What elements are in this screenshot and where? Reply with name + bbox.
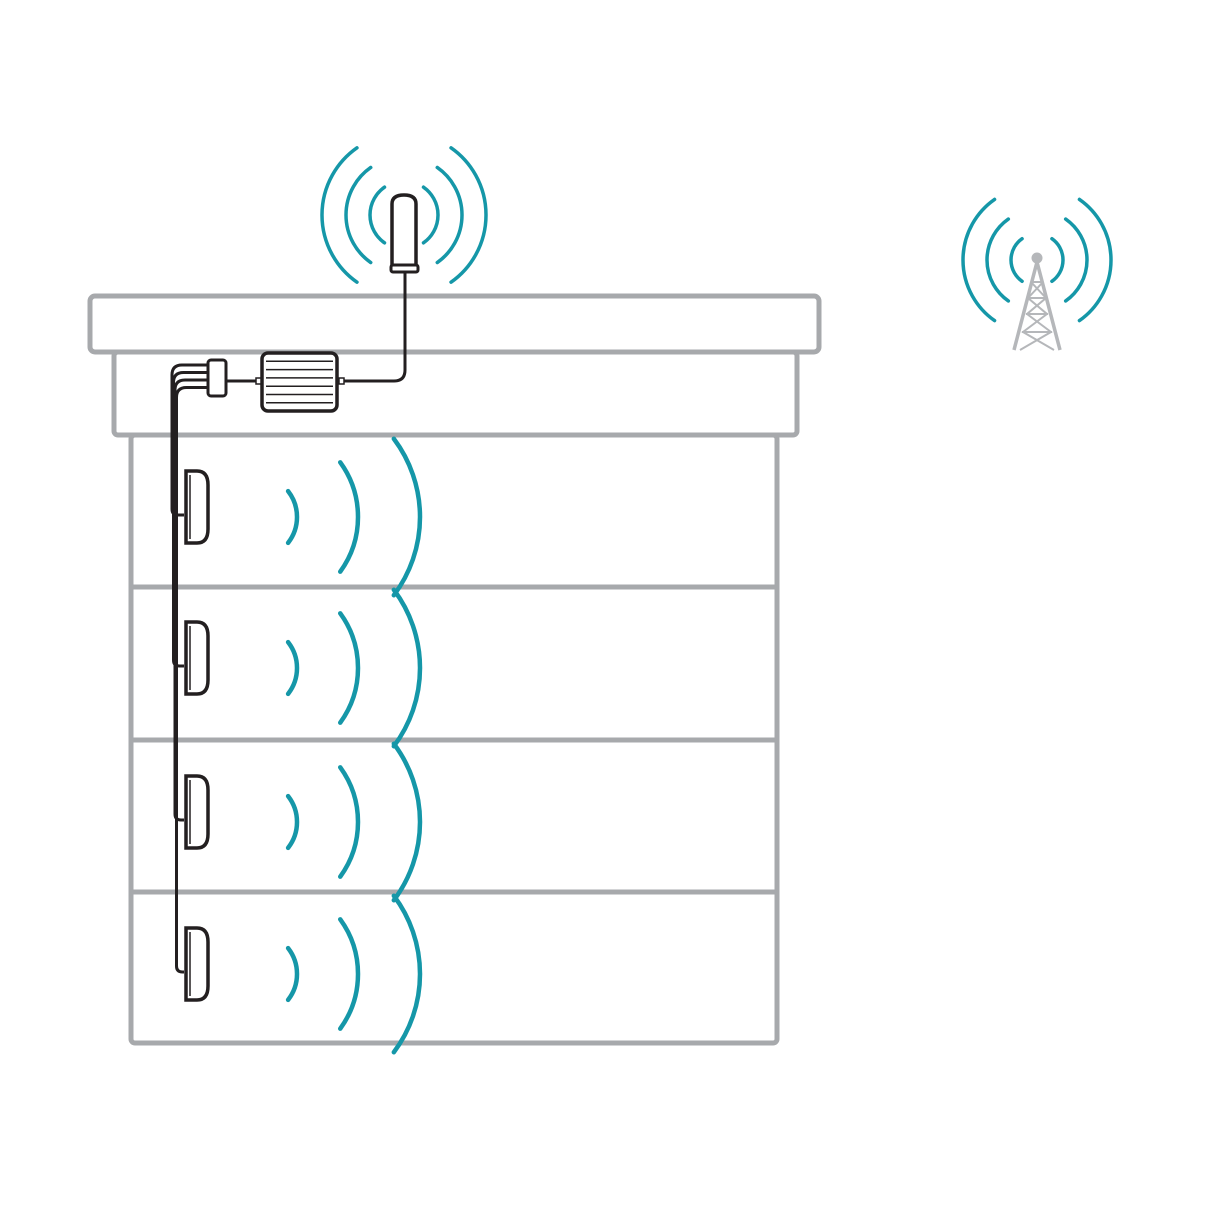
signal-wave — [435, 165, 464, 265]
outdoor-antenna-signal-waves-icon — [320, 146, 488, 284]
cables — [226, 272, 407, 383]
signal-wave — [285, 945, 300, 1003]
indoor-antenna-icon — [184, 620, 210, 696]
signal-wave — [391, 741, 423, 903]
indoor-antennas — [184, 436, 423, 1055]
signal-wave — [1050, 236, 1065, 284]
signal-wave — [1063, 217, 1089, 303]
signal-amplifier-icon — [255, 351, 345, 413]
signal-wave — [368, 185, 387, 245]
signal-waves-icon — [285, 436, 423, 598]
indoor-antenna-icon — [184, 926, 210, 1002]
signal-wave — [391, 436, 423, 598]
splitter-icon — [206, 358, 228, 398]
indoor-antenna-body — [184, 774, 210, 850]
signal-wave — [344, 165, 373, 265]
signal-wave — [391, 893, 423, 1055]
indoor-antenna-icon — [184, 774, 210, 850]
signal-wave — [320, 146, 359, 284]
signal-wave — [285, 488, 300, 546]
indoor-antenna-icon — [184, 469, 210, 545]
cell-tower-signal-waves-icon — [961, 197, 1113, 323]
floor-dividers — [131, 584, 777, 895]
signal-wave — [337, 917, 361, 1031]
signal-wave — [985, 217, 1011, 303]
signal-waves-icon — [285, 893, 423, 1055]
signal-wave — [961, 197, 997, 323]
indoor-antenna-body — [184, 469, 210, 545]
signal-waves-icon — [285, 587, 423, 749]
signal-wave — [391, 587, 423, 749]
indoor-cable — [173, 378, 208, 822]
indoor-cables — [170, 363, 208, 974]
indoor-antenna-body — [184, 620, 210, 696]
building-roof — [87, 293, 822, 355]
outdoor-antenna-icon — [389, 193, 420, 274]
signal-wave — [285, 639, 300, 697]
signal-wave — [1077, 197, 1113, 323]
indoor-antenna-body — [184, 926, 210, 1002]
outdoor-cable — [344, 272, 407, 383]
signal-wave — [285, 793, 300, 851]
indoor-cable — [175, 386, 208, 974]
signal-wave — [337, 611, 361, 725]
signal-waves-icon — [285, 741, 423, 903]
signal-wave — [337, 765, 361, 879]
signal-wave — [1009, 236, 1024, 284]
signal-wave — [421, 185, 440, 245]
cell-tower-icon — [1012, 252, 1062, 351]
signal-wave — [337, 460, 361, 574]
signal-wave — [449, 146, 488, 284]
